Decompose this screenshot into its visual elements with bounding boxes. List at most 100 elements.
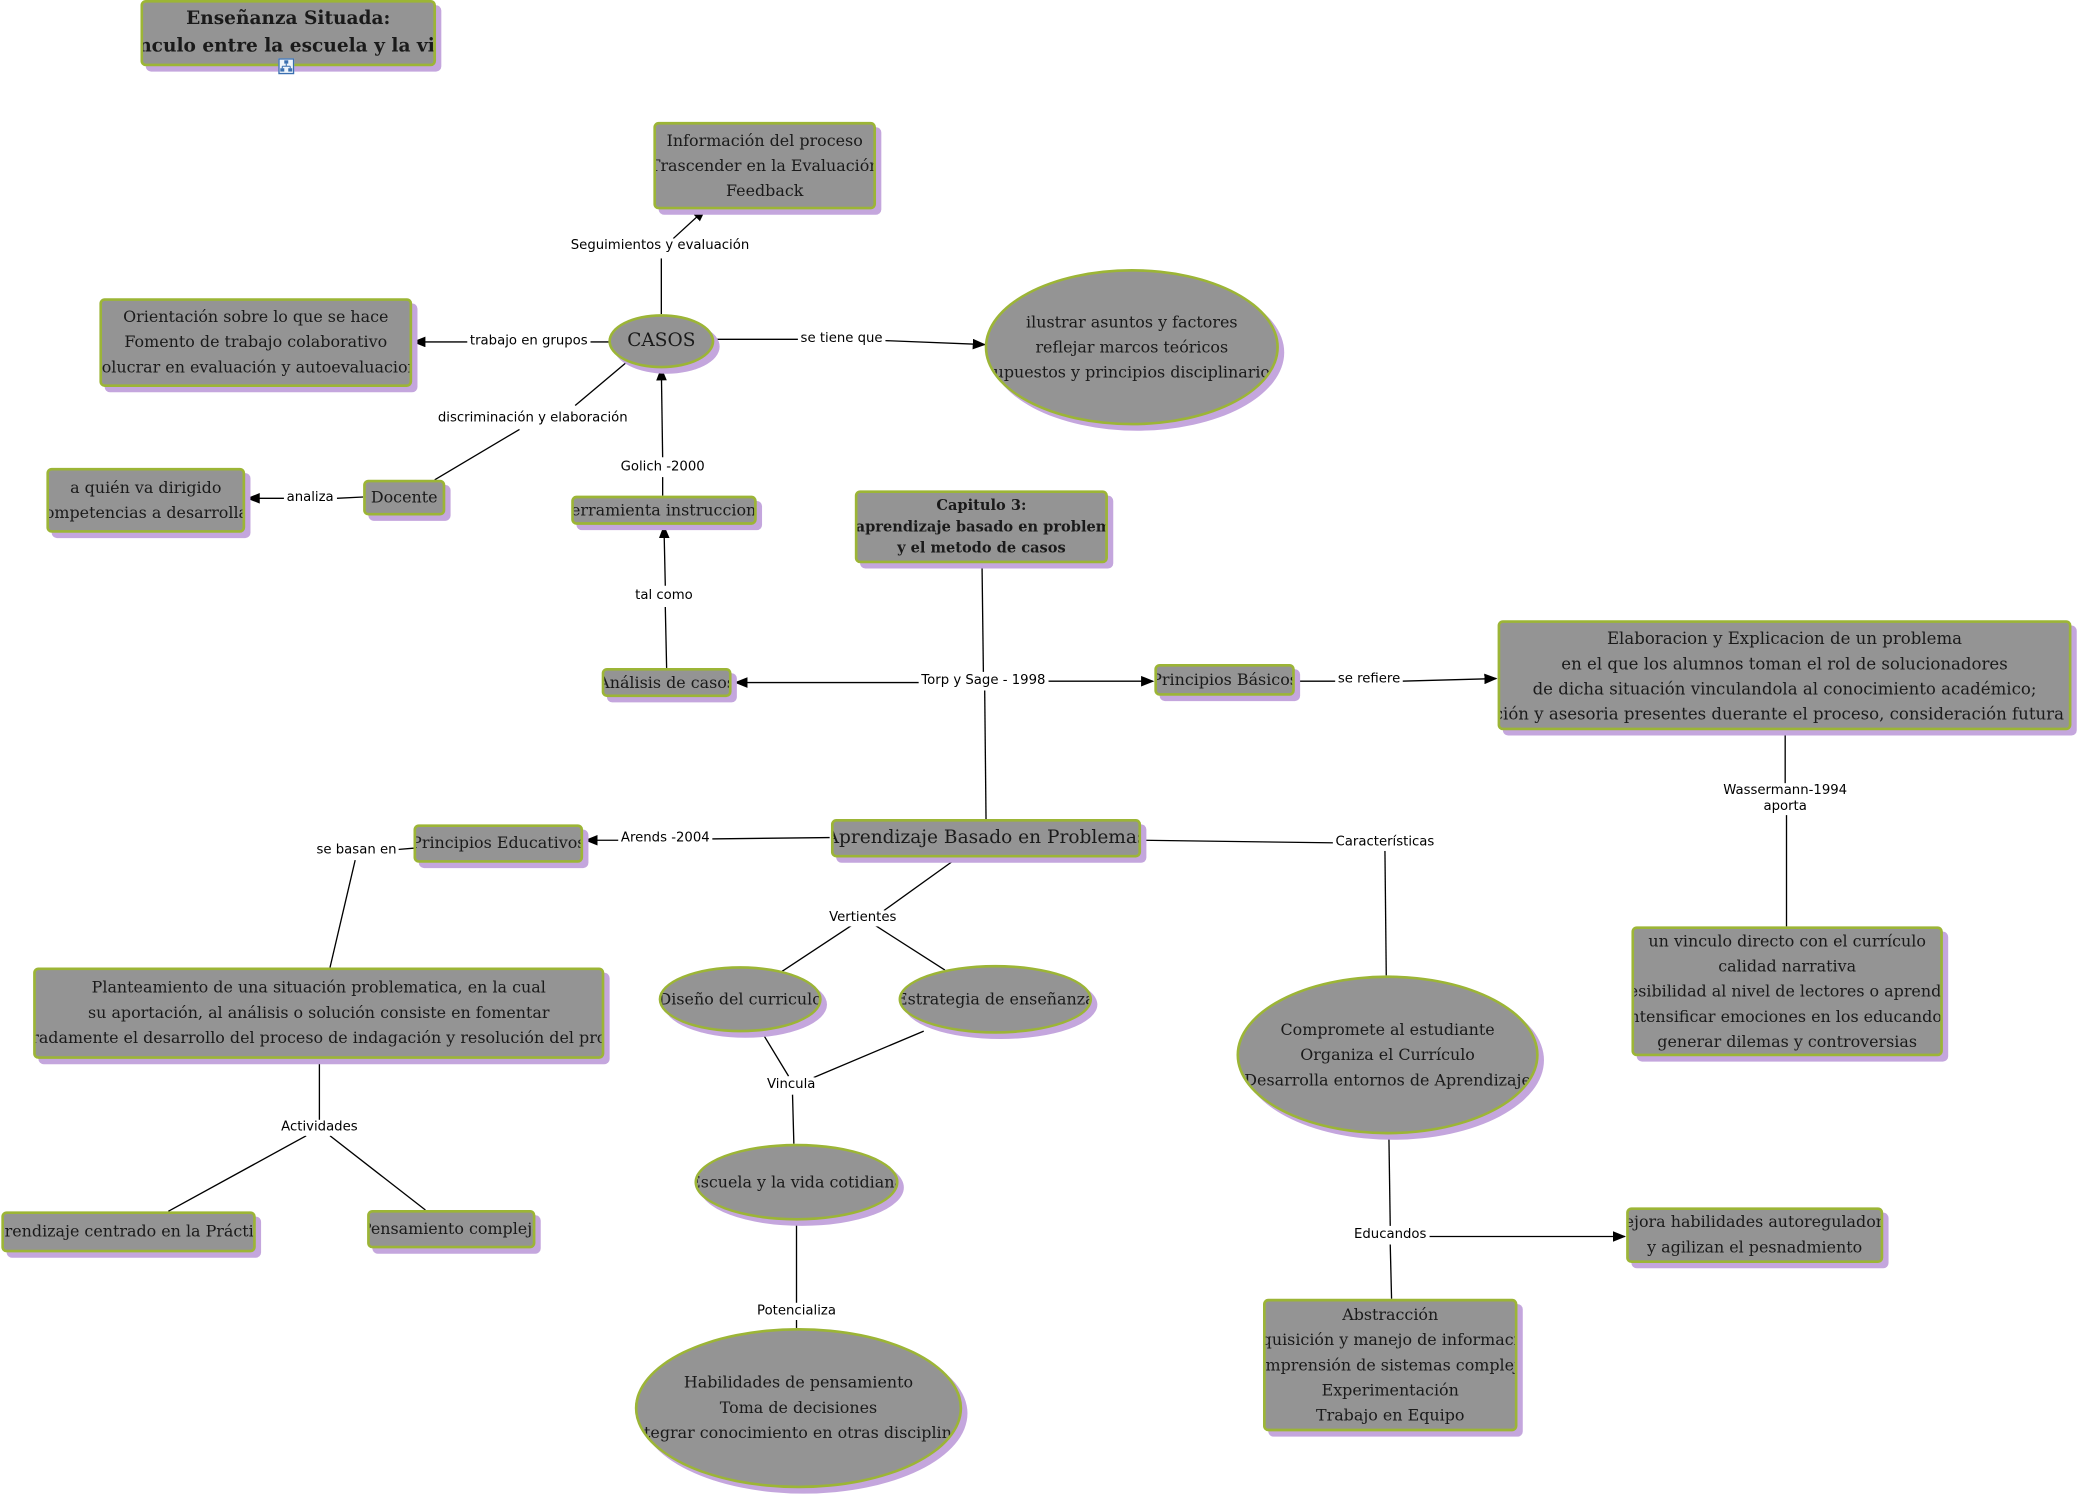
node-herramienta-instruccional[interactable]: Herramienta instruccional [571, 495, 757, 525]
node-estrategia-ensenanza[interactable]: Estrategia de enseñanza [898, 964, 1093, 1034]
line-vertientes-diseno [781, 924, 853, 972]
link-label-se-tiene-que: se tiene que [797, 331, 886, 348]
line-setiene-ilustrar [885, 338, 987, 350]
node-text: Herramienta instruccional [571, 500, 757, 519]
node-vinculo-directo[interactable]: un vinculo directo con el currículo cali… [1631, 926, 1943, 1057]
link-label-educandos: Educandos [1351, 1227, 1430, 1244]
node-text: accesibilidad al nivel de lectores o apr… [1634, 981, 1942, 1000]
node-text: Principios Educativos [413, 833, 584, 853]
node-text: Aprendizaje Basado en Problemas [830, 826, 1142, 849]
link-label-potencializa: Potencializa [754, 1304, 839, 1320]
line-capitulo-torp [981, 565, 985, 672]
line-golich-casos [656, 367, 667, 458]
link-label-trabajo-grupos: trabajo en grupos [467, 333, 591, 350]
link-label-arends: Arends -2004 [618, 830, 713, 847]
node-text: Capitulo 3: [936, 496, 1027, 514]
line-docente-analiza [336, 496, 364, 499]
node-casos[interactable]: CASOS [608, 314, 715, 369]
node-text: Habilidades de pensamiento [683, 1373, 914, 1392]
node-text: calidad narrativa [1718, 956, 1857, 975]
link-label-wassermann: Wassermann-1994 aporta [1720, 783, 1850, 816]
node-text: en el que los alumnos toman el rol de so… [1561, 652, 2008, 673]
node-analisis-casos[interactable]: Análisis de casos [601, 667, 732, 698]
node-text: Planteamiento de una situación problemat… [91, 978, 546, 997]
node-text: Abstracción [1342, 1304, 1439, 1324]
node-a-quien[interactable]: a quién va dirigido competencias a desar… [46, 467, 246, 533]
node-text: Mejora habilidades autoreguladoras [1629, 1212, 1884, 1232]
node-aprendizaje-practica[interactable]: aprendizaje centrado en la Práctica [1, 1211, 256, 1253]
node-principios-educativos[interactable]: Principios Educativos [413, 824, 584, 863]
node-text: evaluación y asesoria presentes duerante… [1500, 703, 2069, 723]
node-compromete[interactable]: Compromete al estudiante Organiza el Cur… [1236, 975, 1539, 1135]
node-text: Fomento de trabajo colaborativo [124, 332, 388, 352]
node-text: Experimentación [1321, 1380, 1459, 1399]
node-text: Orientación sobre lo que se hace [123, 307, 389, 327]
link-label-vertientes: Vertientes [826, 910, 900, 927]
line-abp-caracteristicas [1142, 839, 1338, 844]
line-torp-abp [984, 690, 987, 820]
link-label-wassermann-line-1: Wassermann-1994 [1723, 783, 1848, 798]
node-pensamiento-complejo[interactable]: Pensamiento complejo [367, 1209, 536, 1249]
link-label-actividades: Actividades [278, 1119, 361, 1136]
node-text: Diseño del curriculo [658, 989, 822, 1008]
concept-map-icon[interactable] [278, 58, 295, 75]
link-label-caracteristicas: Características [1332, 834, 1437, 851]
node-text: intensificar emociones en los educandos [1631, 1006, 1943, 1026]
node-text: Organiza el Currículo [1300, 1044, 1475, 1064]
node-abp[interactable]: Aprendizaje Basado en Problemas [830, 819, 1142, 858]
node-planteamiento[interactable]: Planteamiento de una situación problemat… [33, 967, 605, 1059]
title-line-2: Vínculo entre la escuela y la vida [143, 35, 435, 57]
node-diseno-curriculo[interactable]: Diseño del curriculo [658, 966, 822, 1033]
node-text: Trabajo en Equipo [1315, 1405, 1465, 1425]
line-talcomo-herramienta [658, 524, 670, 586]
node-text: Trascender en la Evaluación [653, 155, 877, 175]
link-label-golich: Golich -2000 [617, 459, 708, 476]
node-escuela-vida[interactable]: Escuela y la vida cotidiana [694, 1143, 899, 1221]
node-text: competencias a desarrollar [46, 502, 246, 522]
node-text: Escuela y la vida cotidiana [694, 1172, 899, 1191]
link-label-torp-sage: Torp y Sage - 1998 [918, 673, 1049, 690]
node-text: de dicha situación vinculandola al conoc… [1532, 677, 2037, 698]
node-informacion-proceso[interactable]: Información del proceso Trascender en la… [653, 121, 877, 210]
node-abstraccion[interactable]: Abstracción adquisición y manejo de info… [1263, 1298, 1518, 1432]
node-text: aprendizaje centrado en la Práctica [4, 1221, 254, 1241]
node-docente[interactable]: Docente [363, 479, 446, 516]
line-compromete-educandos [1388, 1137, 1391, 1226]
line-serefiere-elaboracion [1400, 673, 1498, 685]
node-text: Docente [370, 487, 438, 507]
node-text: Feedback [725, 180, 804, 200]
line-vertientes-estrategia [874, 924, 946, 971]
node-text: Pensamiento complejo [367, 1219, 536, 1238]
node-text: y agilizan el pesnadmiento [1647, 1237, 1863, 1257]
node-mejora-habilidades[interactable]: Mejora habilidades autoreguladoras y agi… [1626, 1207, 1884, 1264]
link-label-tal-como: tal como [632, 588, 696, 605]
node-text: Involucrar en evaluación y autoevaluacio… [101, 357, 409, 377]
title-node[interactable]: Enseñanza Situada: Vínculo entre la escu… [140, 0, 437, 67]
node-text: reflejar marcos teóricos [1035, 337, 1229, 356]
line-sebasan-planteamiento [329, 859, 356, 968]
node-principios-basicos[interactable]: Principios Básicos [1154, 663, 1295, 696]
line-abp-vertientes [883, 859, 955, 912]
node-text: a quién va dirigido [70, 477, 222, 497]
line-caracteristicas-compromete [1384, 850, 1387, 976]
link-label-vincula: Vincula [764, 1077, 819, 1094]
node-text: ilustrar asuntos y factores [1026, 312, 1238, 331]
line-discriminacion-docente [434, 428, 520, 481]
node-capitulo-3[interactable]: Capitulo 3: El aprendizaje basado en pro… [854, 490, 1108, 564]
node-text: Toma de decisiones [719, 1398, 878, 1417]
node-orientacion[interactable]: Orientación sobre lo que se hace Fomento… [99, 298, 413, 387]
line-principios-sebasan [397, 847, 414, 851]
link-label-se-refiere: se refiere [1335, 671, 1403, 688]
node-text: deliberadamente el desarrollo del proces… [36, 1028, 602, 1047]
node-elaboracion[interactable]: Elaboracion y Explicacion de un problema… [1497, 620, 2072, 731]
node-ilustrar[interactable]: ilustrar asuntos y factores reflejar mar… [984, 269, 1279, 426]
node-text: El aprendizaje basado en problemas [855, 517, 1105, 535]
link-label-seguimientos: Seguimientos y evaluación [568, 238, 752, 255]
node-habilidades-pensamiento[interactable]: Habilidades de pensamiento Toma de decis… [634, 1327, 963, 1489]
line-estrategia-vincula [813, 1030, 924, 1079]
node-text: Integrar conocimiento en otras disciplin… [634, 1423, 963, 1442]
node-text: Desarrolla entornos de Aprendizaje [1244, 1070, 1531, 1089]
line-educandos-abstraccion [1389, 1244, 1393, 1299]
link-label-discriminacion: discriminación y elaboración [435, 410, 631, 427]
